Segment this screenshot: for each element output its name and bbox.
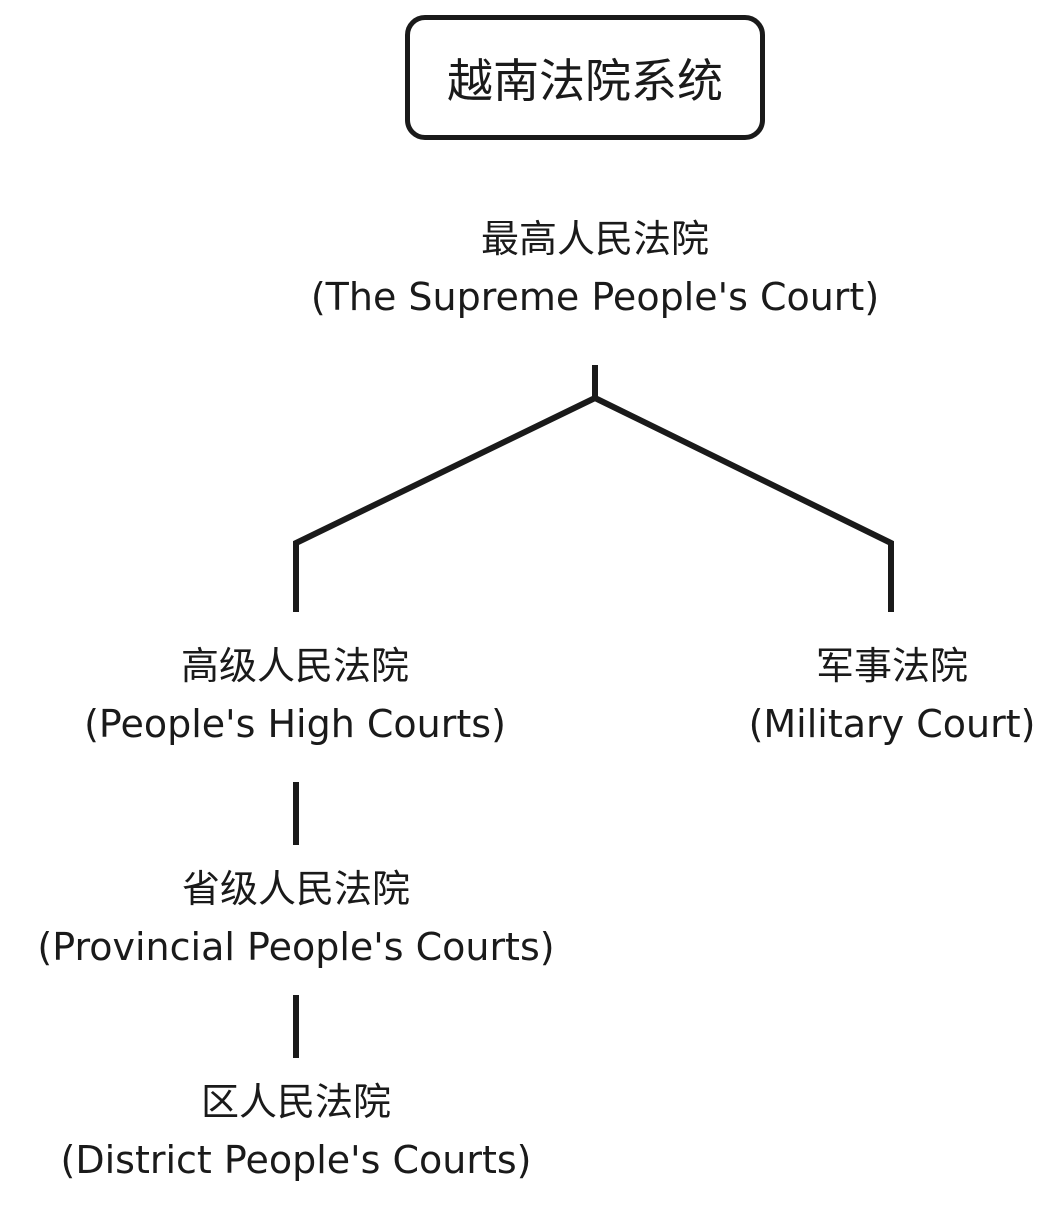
supreme-court-en: (The Supreme People's Court) <box>310 275 880 319</box>
node-military-court: 军事法院 (Military Court) <box>727 637 1057 753</box>
node-high-courts: 高级人民法院 (People's High Courts) <box>5 637 585 753</box>
diagram-title-box: 越南法院系统 <box>405 15 765 140</box>
district-courts-en: (District People's Courts) <box>60 1138 532 1182</box>
military-court-cn: 军事法院 <box>815 644 968 688</box>
diagram-title: 越南法院系统 <box>447 53 723 108</box>
district-courts-cn: 区人民法院 <box>200 1080 391 1124</box>
high-courts-cn: 高级人民法院 <box>180 644 409 688</box>
node-district-courts: 区人民法院 (District People's Courts) <box>20 1073 572 1189</box>
node-provincial-courts: 省级人民法院 (Provincial People's Courts) <box>0 860 592 976</box>
node-supreme-court: 最高人民法院 (The Supreme People's Court) <box>245 210 945 326</box>
supreme-court-cn: 最高人民法院 <box>480 217 709 261</box>
high-courts-en: (People's High Courts) <box>84 702 506 746</box>
branch-to-high-courts <box>293 395 597 612</box>
provincial-courts-cn: 省级人民法院 <box>181 867 410 911</box>
branch-to-military-court <box>593 395 894 612</box>
military-court-en: (Military Court) <box>748 702 1036 746</box>
provincial-courts-en: (Provincial People's Courts) <box>37 925 555 969</box>
